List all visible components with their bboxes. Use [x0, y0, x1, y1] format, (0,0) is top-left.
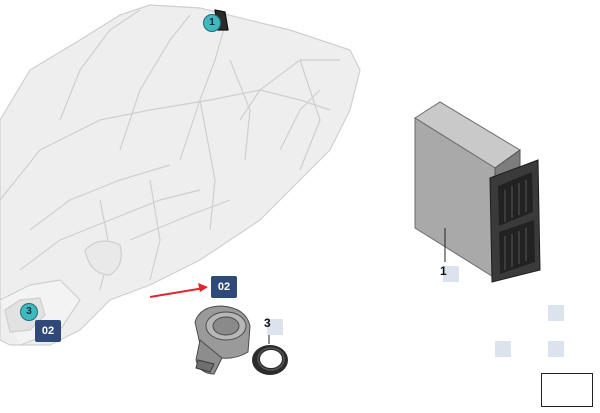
badge-02-front[interactable]: 02 [35, 320, 61, 342]
placeholder-box-left [495, 341, 511, 357]
pointer-arrow [149, 283, 208, 298]
sensor-ring [252, 330, 288, 375]
callout-circle-3[interactable]: 3 [20, 303, 38, 321]
car-body-frame [0, 4, 361, 346]
placeholder-box-top [548, 305, 564, 321]
placeholder-box-right [548, 341, 564, 357]
callout-circle-1[interactable]: 1 [203, 14, 221, 32]
label-box-1 [443, 266, 459, 282]
badge-02-sensor[interactable]: 02 [211, 276, 237, 298]
next-page-button[interactable] [541, 373, 593, 407]
control-unit [414, 101, 541, 283]
part-label-3[interactable]: 3 [264, 316, 271, 330]
part-label-1[interactable]: 1 [440, 264, 447, 278]
label-box-3 [267, 319, 283, 335]
parking-sensor [194, 305, 251, 375]
